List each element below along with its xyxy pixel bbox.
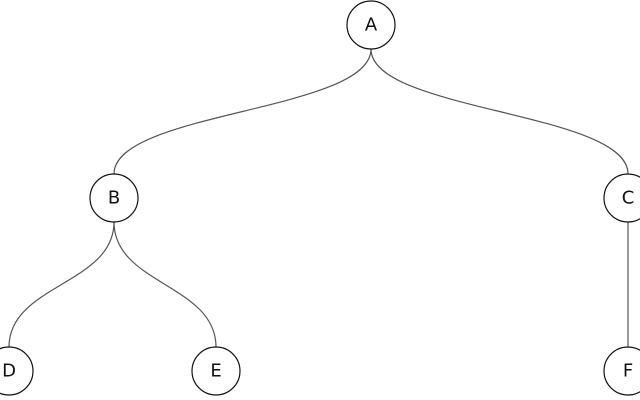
node-e-label: E — [210, 361, 221, 382]
node-b-circle — [89, 173, 139, 223]
node-c: C — [603, 173, 640, 223]
edges-layer — [8, 48, 629, 348]
node-f-circle — [603, 346, 640, 396]
node-d-label: D — [2, 361, 16, 382]
node-b-label: B — [108, 188, 120, 209]
node-f-label: F — [623, 361, 633, 382]
node-d-circle — [0, 346, 34, 396]
edge-a-b — [113, 48, 372, 175]
node-c-label: C — [622, 188, 635, 209]
node-b: B — [89, 173, 139, 223]
node-e-circle — [191, 346, 241, 396]
node-a-circle — [346, 0, 396, 50]
edge-a-c — [370, 48, 629, 175]
node-a-label: A — [365, 15, 378, 36]
node-f: F — [603, 346, 640, 396]
edge-b-e — [113, 221, 217, 348]
node-e: E — [191, 346, 241, 396]
node-a: A — [346, 0, 396, 50]
node-c-circle — [603, 173, 640, 223]
edge-b-d — [8, 221, 115, 348]
node-d: D — [0, 346, 34, 396]
